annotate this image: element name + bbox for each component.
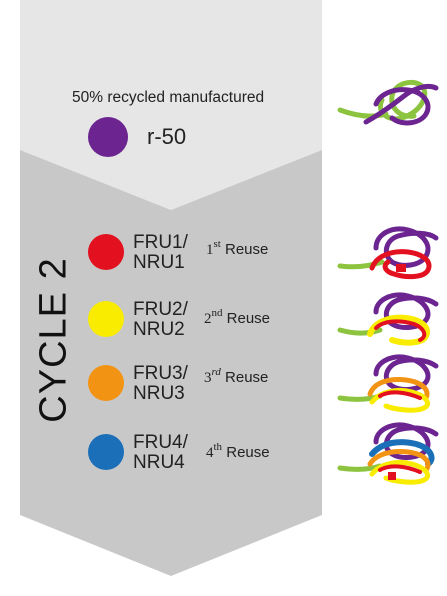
stage-2-reuse: 2nd Reuse <box>204 307 271 328</box>
stage-3-code: FRU3/ NRU3 <box>133 363 188 404</box>
loop-icon-r50 <box>337 79 439 126</box>
stage-2-dot <box>88 301 124 337</box>
stage-4-code: FRU4/ NRU4 <box>133 432 188 473</box>
loop-icon-reuse-4 <box>337 422 439 485</box>
stage-4-dot <box>88 434 124 470</box>
stage-3-dot <box>88 365 124 401</box>
loop-icon-reuse-3 <box>337 354 439 413</box>
header-title: 50% recycled manufactured <box>72 89 265 106</box>
stage-4-reuse: 4th Reuse <box>206 441 270 462</box>
stage-1-code: FRU1/ NRU1 <box>133 232 188 273</box>
stage-1-reuse: 1st Reuse <box>206 238 269 259</box>
stage-3-reuse: 3rd Reuse <box>204 366 269 387</box>
stage-2-code: FRU2/ NRU2 <box>133 299 188 340</box>
loop-icon-reuse-1 <box>337 226 439 280</box>
stage-1-dot <box>88 234 124 270</box>
panel-top-section <box>20 0 322 210</box>
r50-dot <box>88 117 128 157</box>
r50-label: r-50 <box>147 124 187 149</box>
loop-icon-reuse-2 <box>337 292 439 346</box>
